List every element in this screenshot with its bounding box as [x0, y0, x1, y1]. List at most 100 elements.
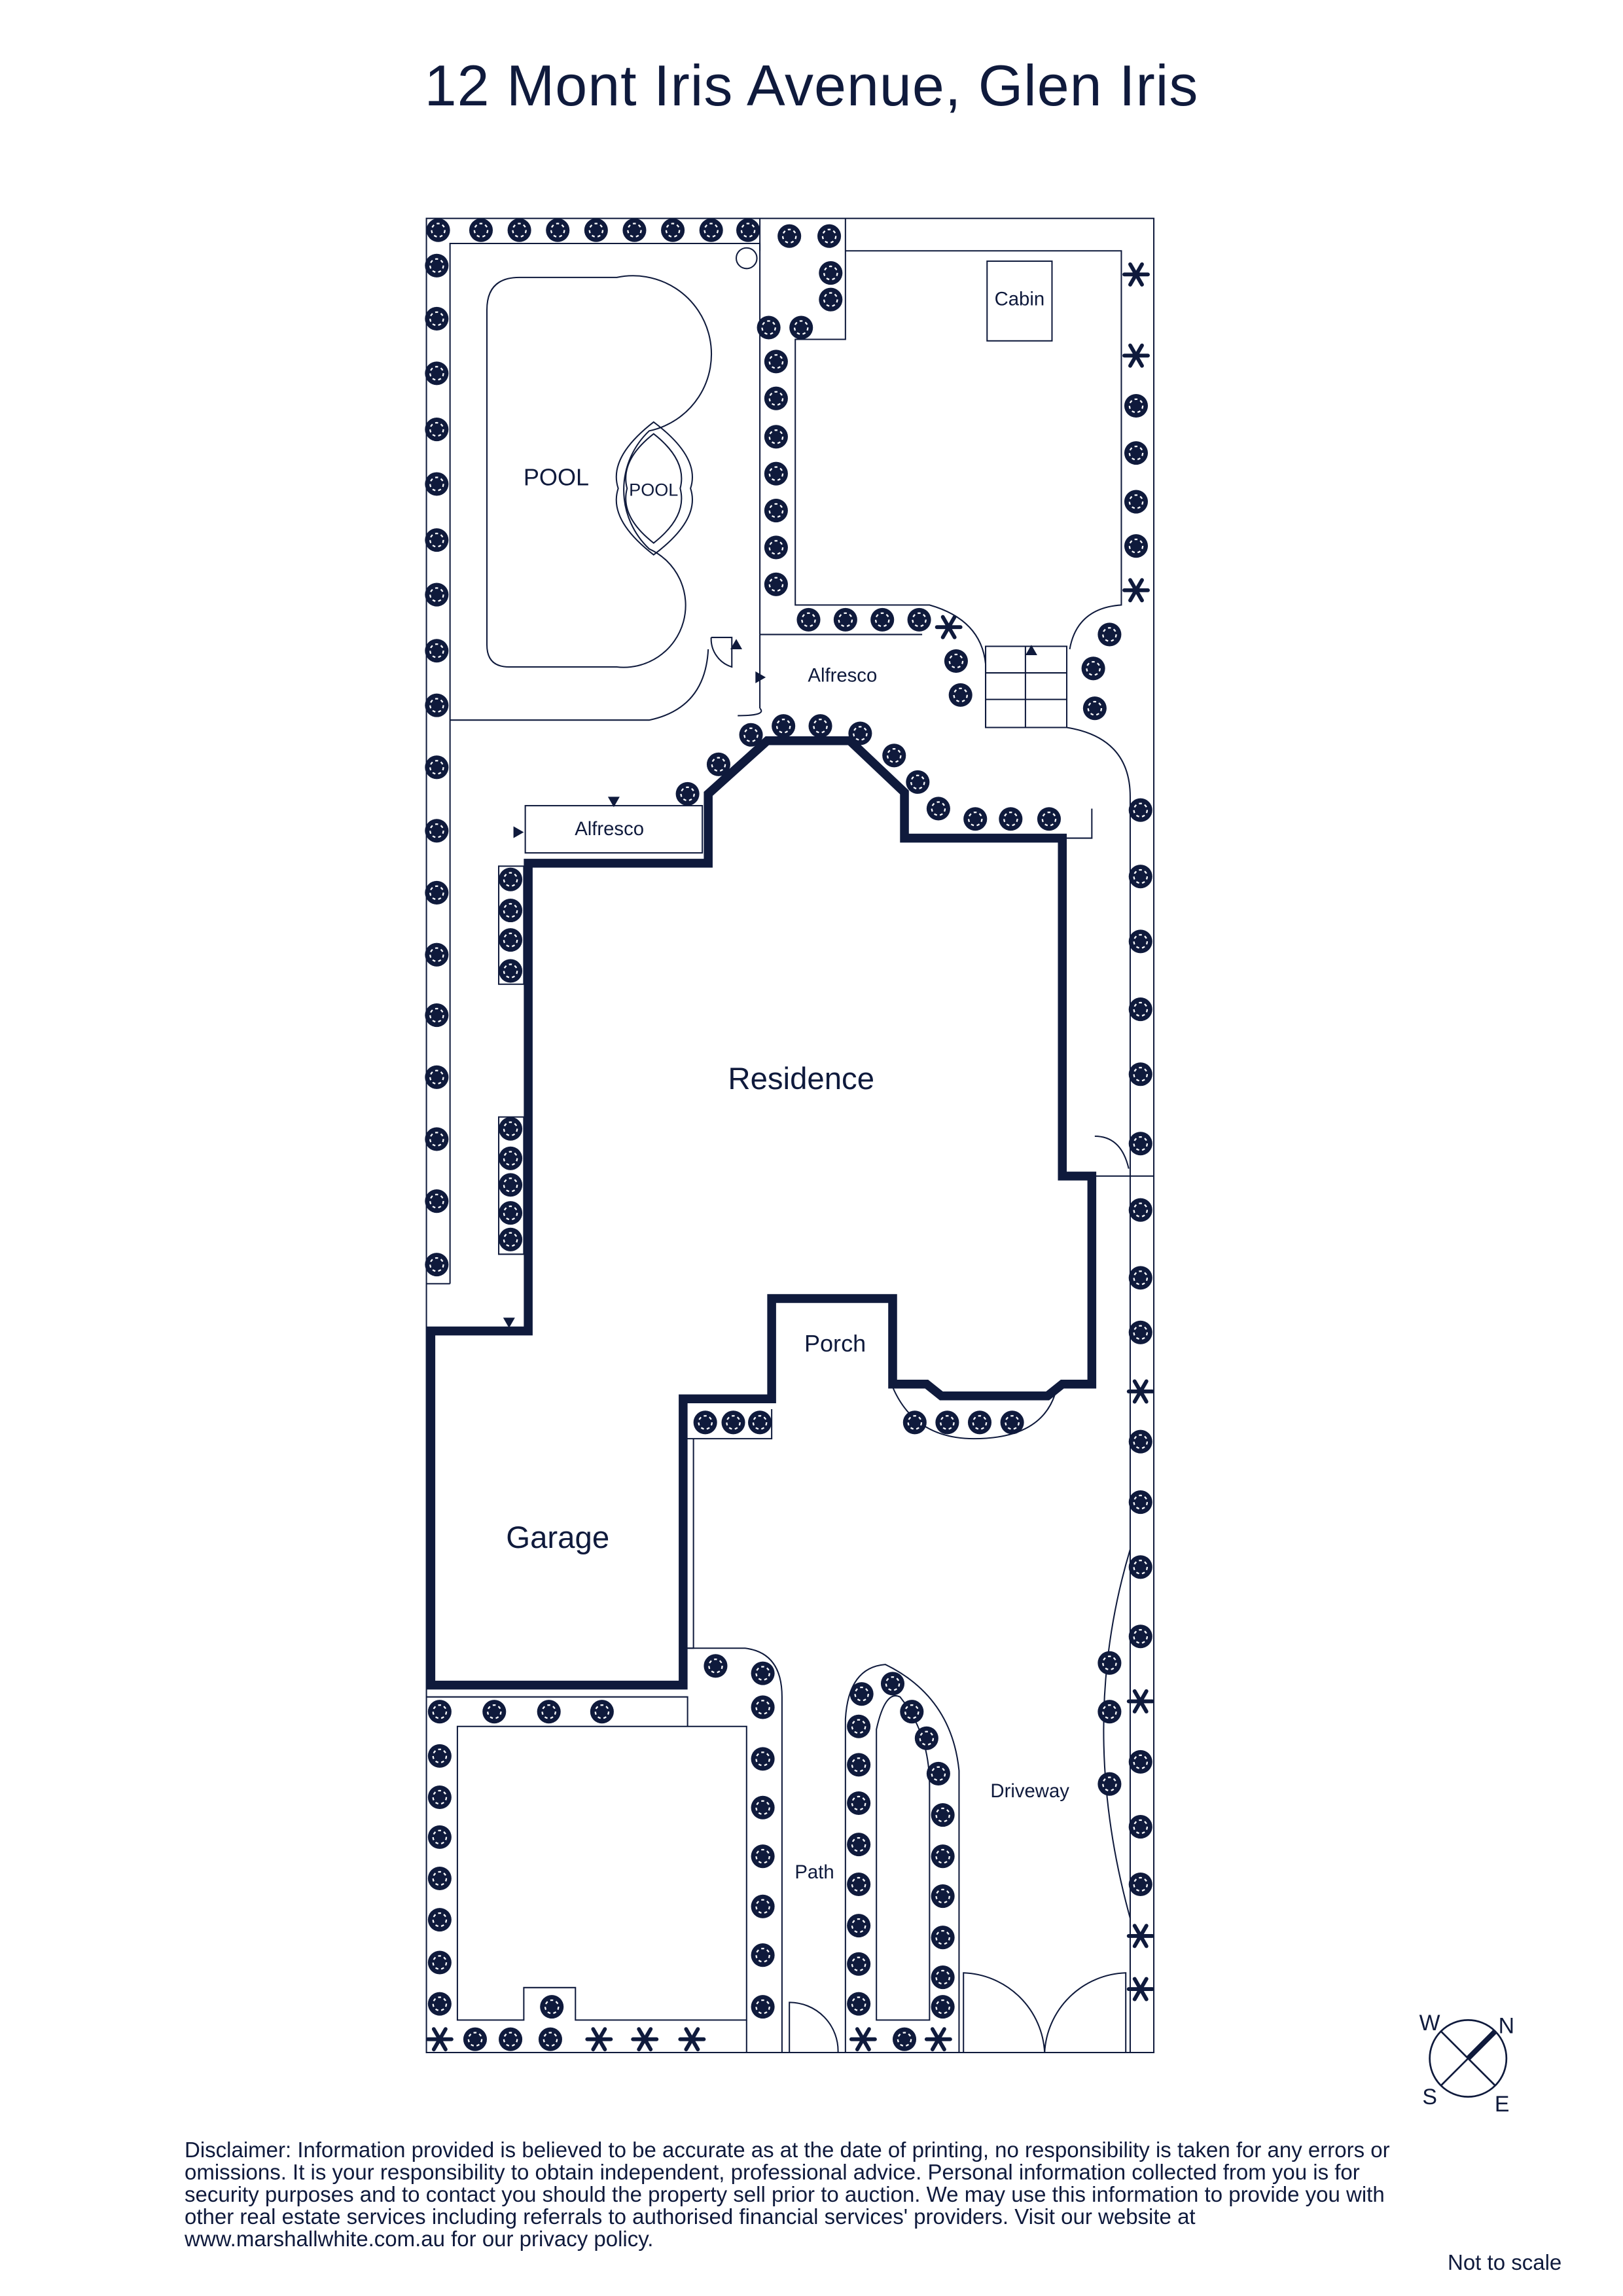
path-label: Path [794, 1861, 834, 1883]
shrub-detail [1133, 1202, 1149, 1217]
compass-s: S [1422, 2085, 1437, 2109]
shrub-detail [1133, 1560, 1149, 1575]
shrub-detail [768, 429, 784, 444]
shrub-icon [706, 752, 731, 776]
shrub-detail [768, 391, 784, 406]
shrub-icon [931, 1995, 955, 2019]
shrub-detail [541, 1704, 556, 1719]
shrub-icon [425, 528, 449, 552]
shrub-detail [972, 1415, 988, 1430]
shrub-detail [429, 476, 444, 492]
shrub-icon [819, 287, 843, 312]
shrub-detail [912, 612, 927, 628]
shrub-detail [487, 1704, 502, 1719]
shrub-detail [429, 885, 444, 901]
shrub-detail [935, 1848, 950, 1864]
shrub-detail [755, 1899, 770, 1914]
star-plant-icon [1126, 1924, 1154, 1948]
shrub-icon [1128, 1320, 1152, 1344]
shrub-detail [503, 1121, 518, 1136]
shrub-icon [1128, 929, 1152, 954]
shrub-icon [757, 315, 781, 340]
shrub-icon [849, 1682, 874, 1706]
shrub-detail [503, 1205, 518, 1221]
shrub-detail [1133, 1270, 1149, 1285]
shrub-icon [425, 253, 449, 278]
shrub-detail [429, 947, 444, 962]
shrub-detail [1128, 398, 1144, 414]
compass-icon: W N S E [1419, 2011, 1514, 2117]
shrub-icon [751, 1661, 775, 1685]
shrub-detail [432, 1789, 448, 1805]
shrub-detail [1133, 1628, 1149, 1644]
shrub-icon [751, 1943, 775, 1967]
shrub-detail [740, 223, 756, 238]
driveway-gate [1103, 1549, 1131, 1919]
shrub-detail [874, 612, 890, 628]
shrub-detail [768, 577, 784, 592]
shrub-icon [914, 1726, 938, 1750]
shrub-detail [823, 292, 838, 307]
garage-label: Garage [506, 1520, 609, 1555]
rear-right-garden-edge [738, 218, 1122, 728]
shrub-detail [752, 1415, 768, 1430]
shrub-icon [425, 639, 449, 663]
shrub-detail [1128, 538, 1144, 554]
shrub-icon [427, 1785, 452, 1810]
shrub-detail [429, 422, 444, 437]
shrub-icon [847, 1833, 871, 1857]
shrub-icon [817, 224, 842, 248]
shrub-icon [764, 535, 788, 560]
pool-label: POOL [524, 464, 589, 491]
shrub-icon [764, 461, 788, 486]
shrub-icon [1128, 1266, 1152, 1290]
shrub-icon [675, 781, 700, 806]
shrub-icon [425, 306, 449, 331]
shrub-detail [503, 872, 518, 887]
star-plant-icon [1122, 262, 1150, 287]
shrub-detail [503, 2032, 518, 2047]
shrub-detail [755, 1666, 770, 1681]
shrub-detail [429, 1069, 444, 1085]
shrub-detail [781, 228, 797, 243]
shrub-detail [935, 1929, 950, 1945]
shrub-detail [935, 1807, 950, 1823]
shrub-detail [755, 1947, 770, 1963]
shrub-detail [429, 823, 444, 838]
shrub-detail [1102, 627, 1117, 642]
shrub-icon [499, 1227, 523, 1251]
shrub-icon [425, 942, 449, 967]
shrub-icon [739, 723, 763, 747]
shrub-icon [931, 1884, 955, 1909]
cabin [986, 260, 1053, 342]
shrub-icon [499, 867, 523, 891]
shrub-icon [1037, 807, 1061, 831]
shrub-detail [543, 2032, 558, 2047]
shrub-icon [764, 350, 788, 374]
shrub-icon [427, 1744, 452, 1768]
shrub-detail [432, 1704, 448, 1719]
shrub-icon [425, 1003, 449, 1028]
shrub-detail [743, 727, 758, 743]
shrub-detail [851, 1837, 866, 1852]
shrub-detail [473, 223, 489, 238]
shrub-icon [1128, 1749, 1152, 1774]
shrub-detail [429, 760, 444, 775]
shrub-icon [926, 797, 950, 821]
shrub-icon [847, 1992, 871, 2016]
shrub-detail [503, 1232, 518, 1247]
shrub-detail [704, 223, 719, 238]
star-plant-icon [678, 2027, 706, 2052]
shrub-icon [1124, 490, 1149, 514]
shrub-icon [463, 2027, 488, 2051]
shrub-icon [1097, 1651, 1122, 1675]
shrub-detail [823, 265, 838, 281]
porch-label: Porch [804, 1330, 866, 1357]
shrub-detail [698, 1415, 713, 1430]
shrub-icon [870, 607, 895, 632]
shrub-icon [499, 2027, 523, 2051]
shrub-icon [833, 607, 857, 632]
shrub-detail [821, 228, 837, 243]
shrub-detail [768, 354, 784, 369]
shrub-icon [1097, 1700, 1122, 1724]
